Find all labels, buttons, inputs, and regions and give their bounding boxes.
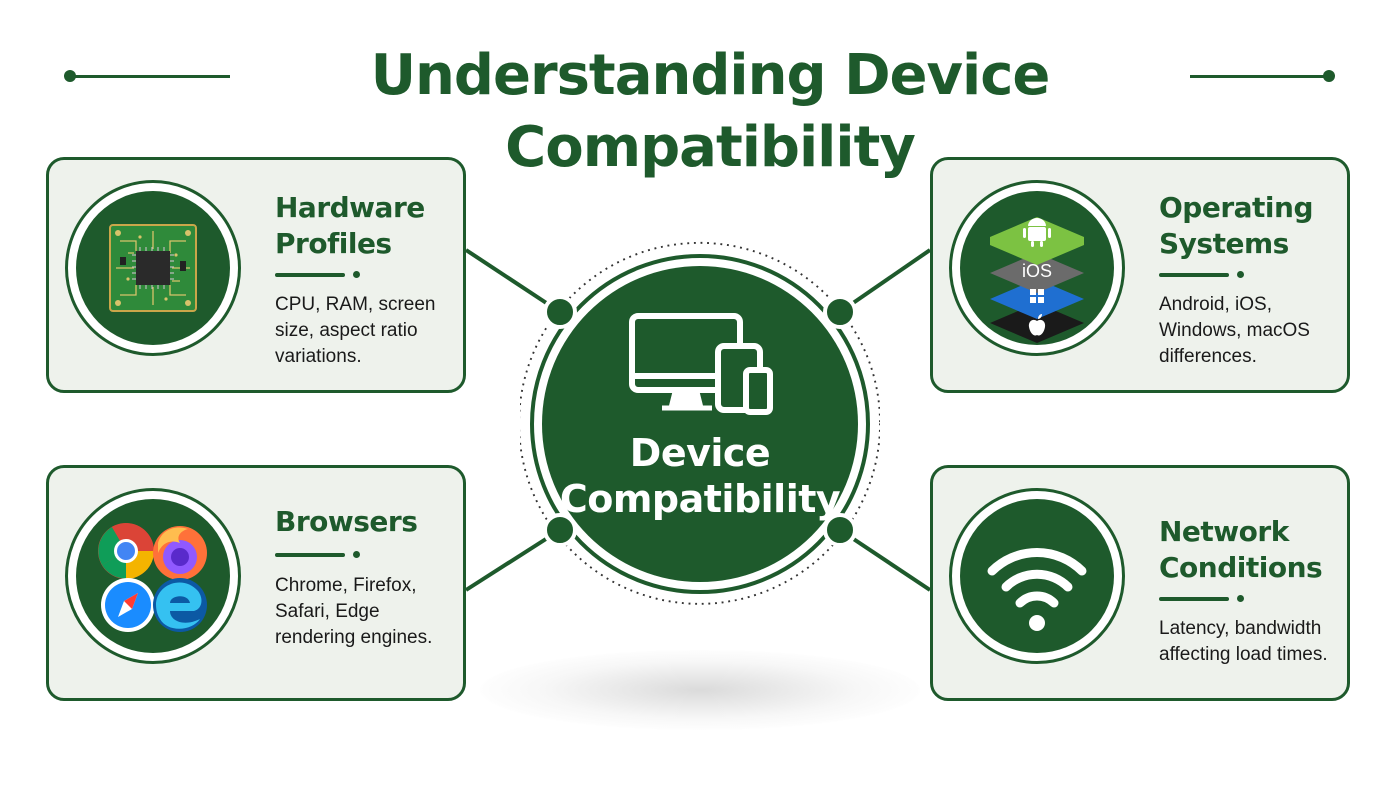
title-left-rule xyxy=(70,75,230,78)
os-underline-dot xyxy=(1237,271,1244,278)
os-underline xyxy=(1159,273,1229,277)
hardware-icon-disc xyxy=(76,191,230,345)
safari-icon xyxy=(101,578,155,632)
card-operating-systems: iOS Operating Systems Android, iOS, Wind… xyxy=(930,157,1350,393)
os-title-line2: Systems xyxy=(1159,227,1289,260)
os-icon-frame: iOS xyxy=(949,180,1125,356)
firefox-icon xyxy=(153,526,207,580)
card-hardware-profiles: Hardware Profiles CPU, RAM, screen size,… xyxy=(46,157,466,393)
title-right-dot xyxy=(1323,70,1335,82)
network-description: Latency, bandwidth affecting load times. xyxy=(1159,616,1349,668)
browsers-icon-disc xyxy=(76,499,230,653)
os-desc-line: Android, iOS, xyxy=(1159,294,1272,315)
hardware-desc-line: size, aspect ratio xyxy=(275,320,418,341)
browsers-desc-line: Chrome, Firefox, xyxy=(275,575,417,596)
title-right-rule xyxy=(1190,75,1330,78)
browser-logos-icon xyxy=(98,523,207,632)
browsers-desc-line: rendering engines. xyxy=(275,627,433,648)
edge-icon xyxy=(153,578,207,632)
os-layers-icon xyxy=(990,217,1084,343)
browsers-title: Browsers xyxy=(275,504,455,540)
browsers-icon-frame xyxy=(65,488,241,664)
network-underline xyxy=(1159,597,1229,601)
center-label-line2: Compatibility xyxy=(559,477,841,521)
center-label-line1: Device xyxy=(629,431,771,475)
network-underline-dot xyxy=(1237,595,1244,602)
os-description: Android, iOS, Windows, macOS differences… xyxy=(1159,292,1344,370)
os-title: Operating Systems xyxy=(1159,190,1339,262)
browsers-desc-line: Safari, Edge xyxy=(275,601,380,622)
browsers-title-line1: Browsers xyxy=(275,505,418,538)
browsers-description: Chrome, Firefox, Safari, Edge rendering … xyxy=(275,573,460,651)
circuit-chip-icon xyxy=(109,224,197,312)
center-label: Device Compatibility xyxy=(520,430,880,522)
center-hub-graphic xyxy=(518,241,882,605)
devices-icon xyxy=(629,313,773,415)
hardware-title-line1: Hardware xyxy=(275,191,425,224)
page-title: Understanding Device Compatibility xyxy=(370,43,1051,180)
hardware-desc-line: CPU, RAM, screen xyxy=(275,294,436,315)
apple-icon xyxy=(1028,314,1046,336)
hardware-desc-line: variations. xyxy=(275,346,362,367)
network-icon-disc xyxy=(960,499,1114,653)
browsers-underline xyxy=(275,553,345,557)
ios-layer-label: iOS xyxy=(1021,261,1052,281)
os-title-line1: Operating xyxy=(1159,191,1314,224)
center-hub: Device Compatibility xyxy=(518,240,882,608)
card-browsers: Browsers Chrome, Firefox, Safari, Edge r… xyxy=(46,465,466,701)
network-title-line2: Conditions xyxy=(1159,551,1323,584)
os-icon-disc: iOS xyxy=(960,191,1114,345)
center-shadow xyxy=(480,650,920,730)
network-title-line1: Network xyxy=(1159,515,1289,548)
card-network-conditions: Network Conditions Latency, bandwidth af… xyxy=(930,465,1350,701)
browsers-underline-dot xyxy=(353,551,360,558)
windows-icon xyxy=(1030,289,1044,303)
hardware-underline-dot xyxy=(353,271,360,278)
hardware-description: CPU, RAM, screen size, aspect ratio vari… xyxy=(275,292,460,370)
chrome-icon xyxy=(98,523,154,579)
network-desc-line: affecting load times. xyxy=(1159,644,1328,665)
hardware-icon-frame xyxy=(65,180,241,356)
hardware-underline xyxy=(275,273,345,277)
hardware-title: Hardware Profiles xyxy=(275,190,455,262)
os-desc-line: Windows, macOS xyxy=(1159,320,1310,341)
wifi-icon xyxy=(987,548,1087,631)
header: Understanding Device Compatibility xyxy=(0,40,1400,180)
network-desc-line: Latency, bandwidth xyxy=(1159,618,1322,639)
network-title: Network Conditions xyxy=(1159,514,1339,586)
network-icon-frame xyxy=(949,488,1125,664)
hardware-title-line2: Profiles xyxy=(275,227,392,260)
os-desc-line: differences. xyxy=(1159,346,1257,367)
android-icon xyxy=(1023,218,1051,247)
